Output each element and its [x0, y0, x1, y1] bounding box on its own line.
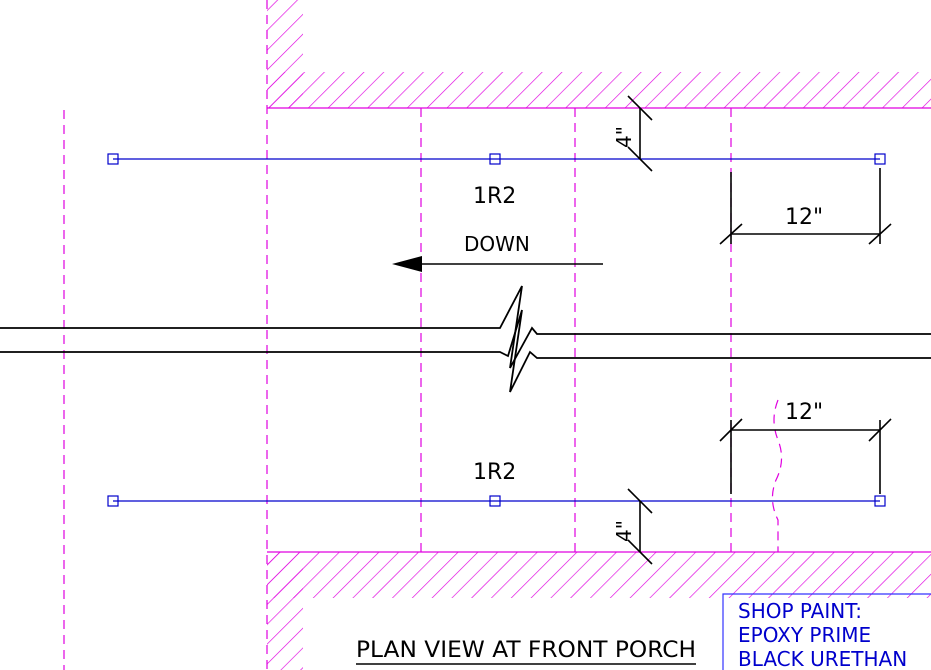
hatch-lower-pier [267, 552, 303, 670]
dim-bottom-offset [627, 488, 653, 565]
direction-arrow [392, 256, 603, 272]
direction-label: DOWN [464, 232, 530, 256]
hidden-lines [63, 0, 783, 670]
view-title: PLAN VIEW AT FRONT PORCH [356, 638, 696, 663]
rail-bottom [107, 495, 886, 507]
rail-node [489, 495, 501, 507]
dim-bottom-span [719, 418, 892, 494]
stair-edge-lower [0, 309, 931, 393]
dim-top-offset [627, 95, 653, 172]
hatch-top-wall [267, 72, 931, 108]
rail-node [874, 495, 886, 507]
dim-bottom-span-label: 12" [785, 400, 823, 425]
dim-top-span [719, 168, 892, 245]
dim-top-offset-label: 4" [612, 126, 636, 148]
note-line-1: SHOP PAINT: [738, 599, 862, 623]
wall-hatch [267, 0, 931, 670]
rail-top-label: 1R2 [473, 184, 516, 209]
stair-edge-upper [0, 285, 931, 369]
rail-top [107, 153, 886, 165]
note-line-2: EPOXY PRIME [738, 623, 871, 647]
rail-node [489, 153, 501, 165]
note-line-3: BLACK URETHAN [738, 647, 907, 670]
dim-bottom-offset-label: 4" [612, 520, 636, 542]
rail-bottom-label: 1R2 [473, 460, 516, 485]
stair-edges [0, 285, 931, 393]
rail-node [107, 495, 119, 507]
note-frame [722, 593, 931, 670]
shop-paint-note: SHOP PAINT: EPOXY PRIME BLACK URETHAN [722, 593, 931, 670]
hatch-bottom-wall [267, 552, 931, 598]
hatch-upper-pier [267, 0, 303, 108]
rail-node [874, 153, 886, 165]
arrow-head-icon [392, 256, 422, 272]
rail-node [107, 153, 119, 165]
break-line [771, 399, 783, 552]
dim-top-span-label: 12" [785, 205, 823, 230]
